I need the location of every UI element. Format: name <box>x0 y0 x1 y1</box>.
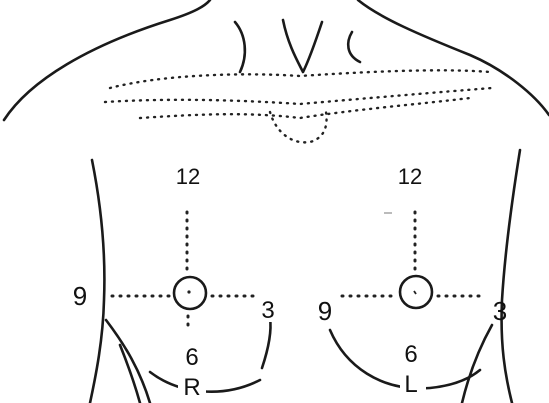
right-clock-6-label: 6 <box>185 344 198 371</box>
right-clock-9-label: 9 <box>73 281 87 311</box>
left-clock-12-label: 12 <box>398 164 422 189</box>
left-clock-3-label: 3 <box>493 296 507 326</box>
torso-outline <box>4 0 549 120</box>
torso-sides <box>90 150 520 403</box>
left-clock-6-label: 6 <box>404 341 417 368</box>
right-side-label: R <box>183 374 200 401</box>
right-clock-3-label: 3 <box>261 297 274 324</box>
lymph-node-dotted-region <box>105 70 492 142</box>
left-clock-9-label: 9 <box>318 296 332 326</box>
left-nipple <box>400 276 432 308</box>
right-clock-12-label: 12 <box>176 164 200 189</box>
left-side-label: L <box>404 371 417 398</box>
